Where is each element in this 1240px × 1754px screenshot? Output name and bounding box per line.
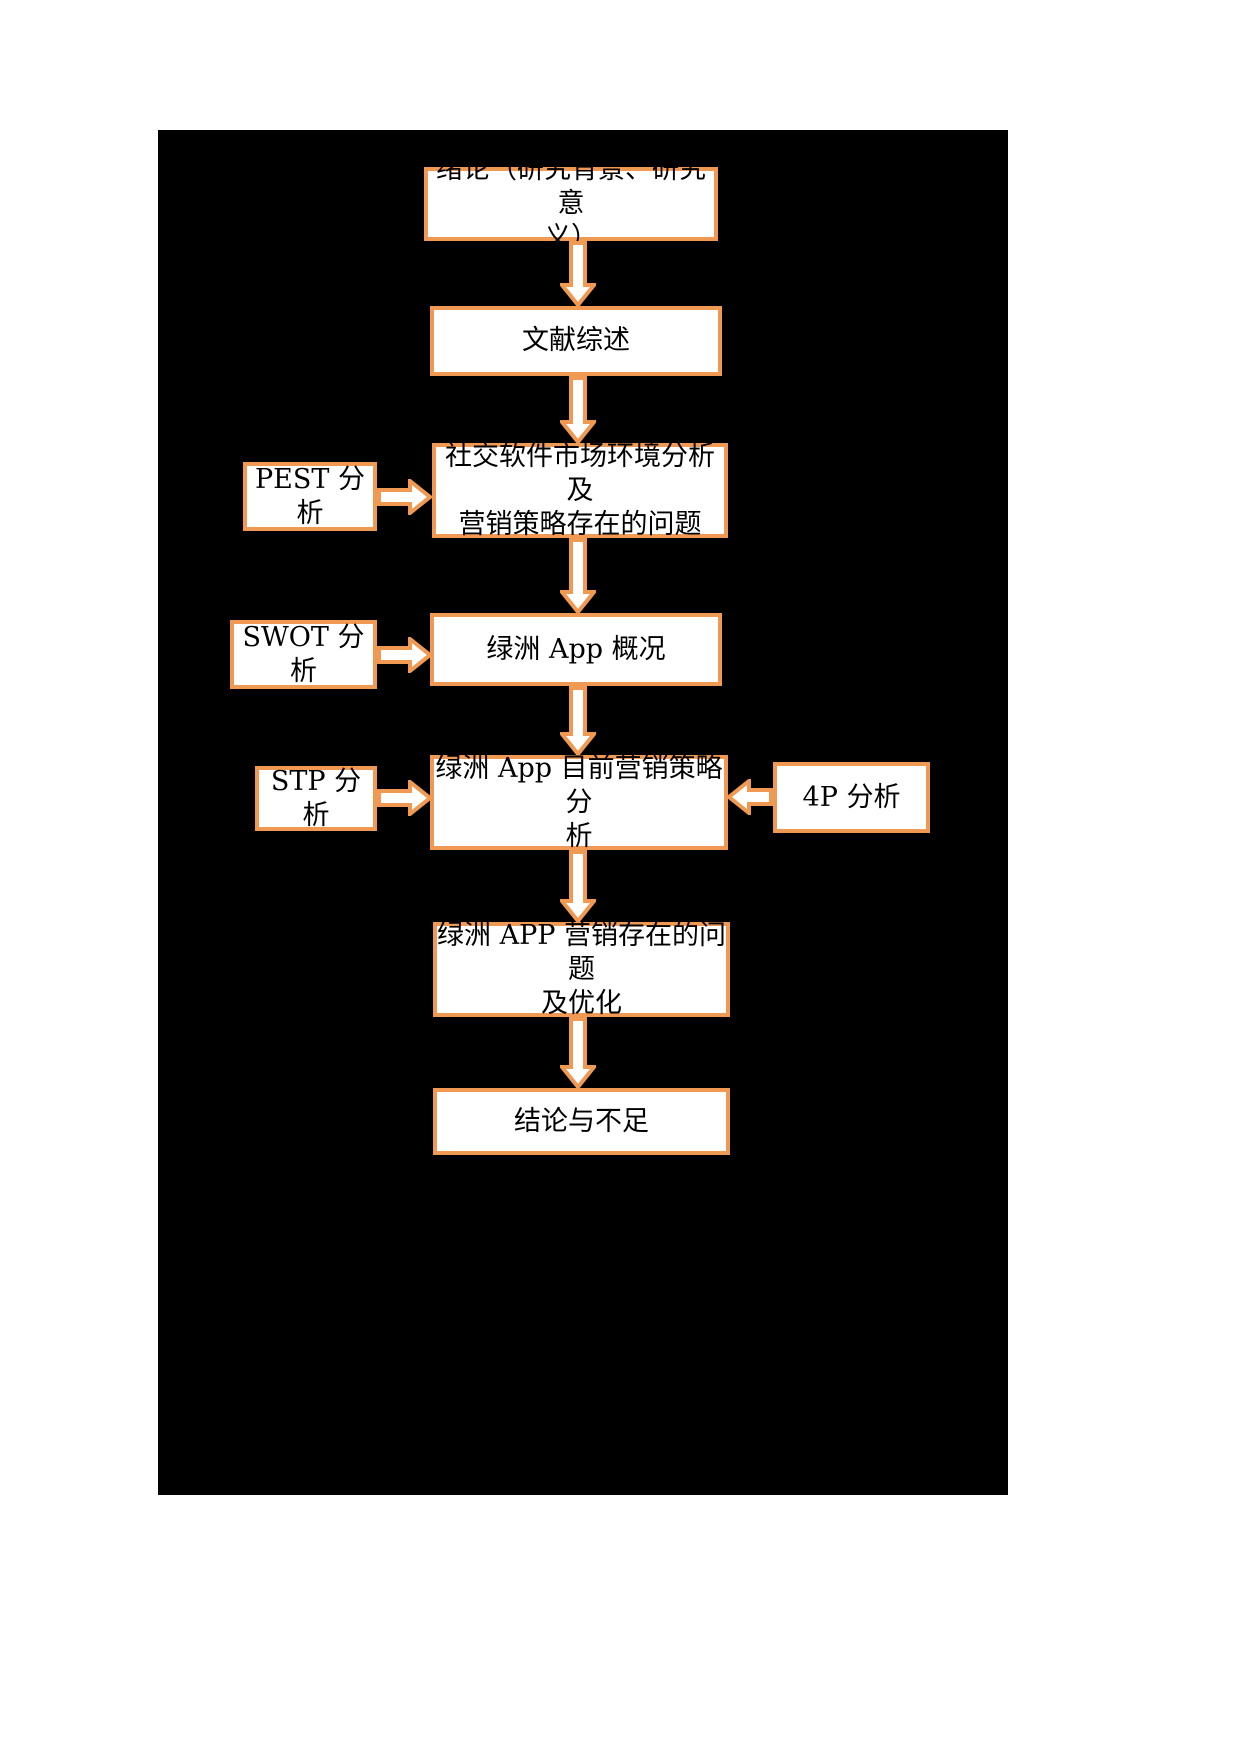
diagram-canvas: 绪论（研究背景、研究意 义） 文献综述 社交软件市场环境分析及 营销策略存在的问… bbox=[158, 130, 1008, 1495]
flow-box-literature-review: 文献综述 bbox=[430, 306, 722, 376]
side-box-swot-analysis: SWOT 分析 bbox=[230, 620, 377, 689]
side-box-pest-analysis: PEST 分析 bbox=[243, 462, 377, 531]
arrow-right-swot bbox=[377, 637, 432, 673]
flow-box-current-strategy: 绿洲 App 目前营销策略分 析 bbox=[430, 753, 728, 852]
flow-box-app-overview: 绿洲 App 概况 bbox=[430, 613, 722, 686]
arrow-left-4p bbox=[727, 779, 773, 815]
flow-box-problems-optimization: 绿洲 APP 营销存在的问题 及优化 bbox=[433, 920, 730, 1019]
flow-box-conclusion: 结论与不足 bbox=[433, 1088, 730, 1155]
arrow-down-5 bbox=[560, 850, 596, 923]
arrow-down-4 bbox=[560, 686, 596, 756]
arrow-right-stp bbox=[377, 780, 432, 816]
arrow-down-3 bbox=[560, 538, 596, 614]
arrow-down-1 bbox=[560, 241, 596, 307]
side-box-stp-analysis: STP 分析 bbox=[255, 766, 377, 831]
arrow-right-pest bbox=[377, 479, 432, 515]
flow-box-market-analysis: 社交软件市场环境分析及 营销策略存在的问题 bbox=[432, 441, 728, 540]
flow-box-introduction: 绪论（研究背景、研究意 义） bbox=[424, 154, 718, 253]
arrow-down-6 bbox=[560, 1017, 596, 1089]
arrow-down-2 bbox=[560, 376, 596, 444]
side-box-4p-analysis: 4P 分析 bbox=[773, 762, 930, 833]
